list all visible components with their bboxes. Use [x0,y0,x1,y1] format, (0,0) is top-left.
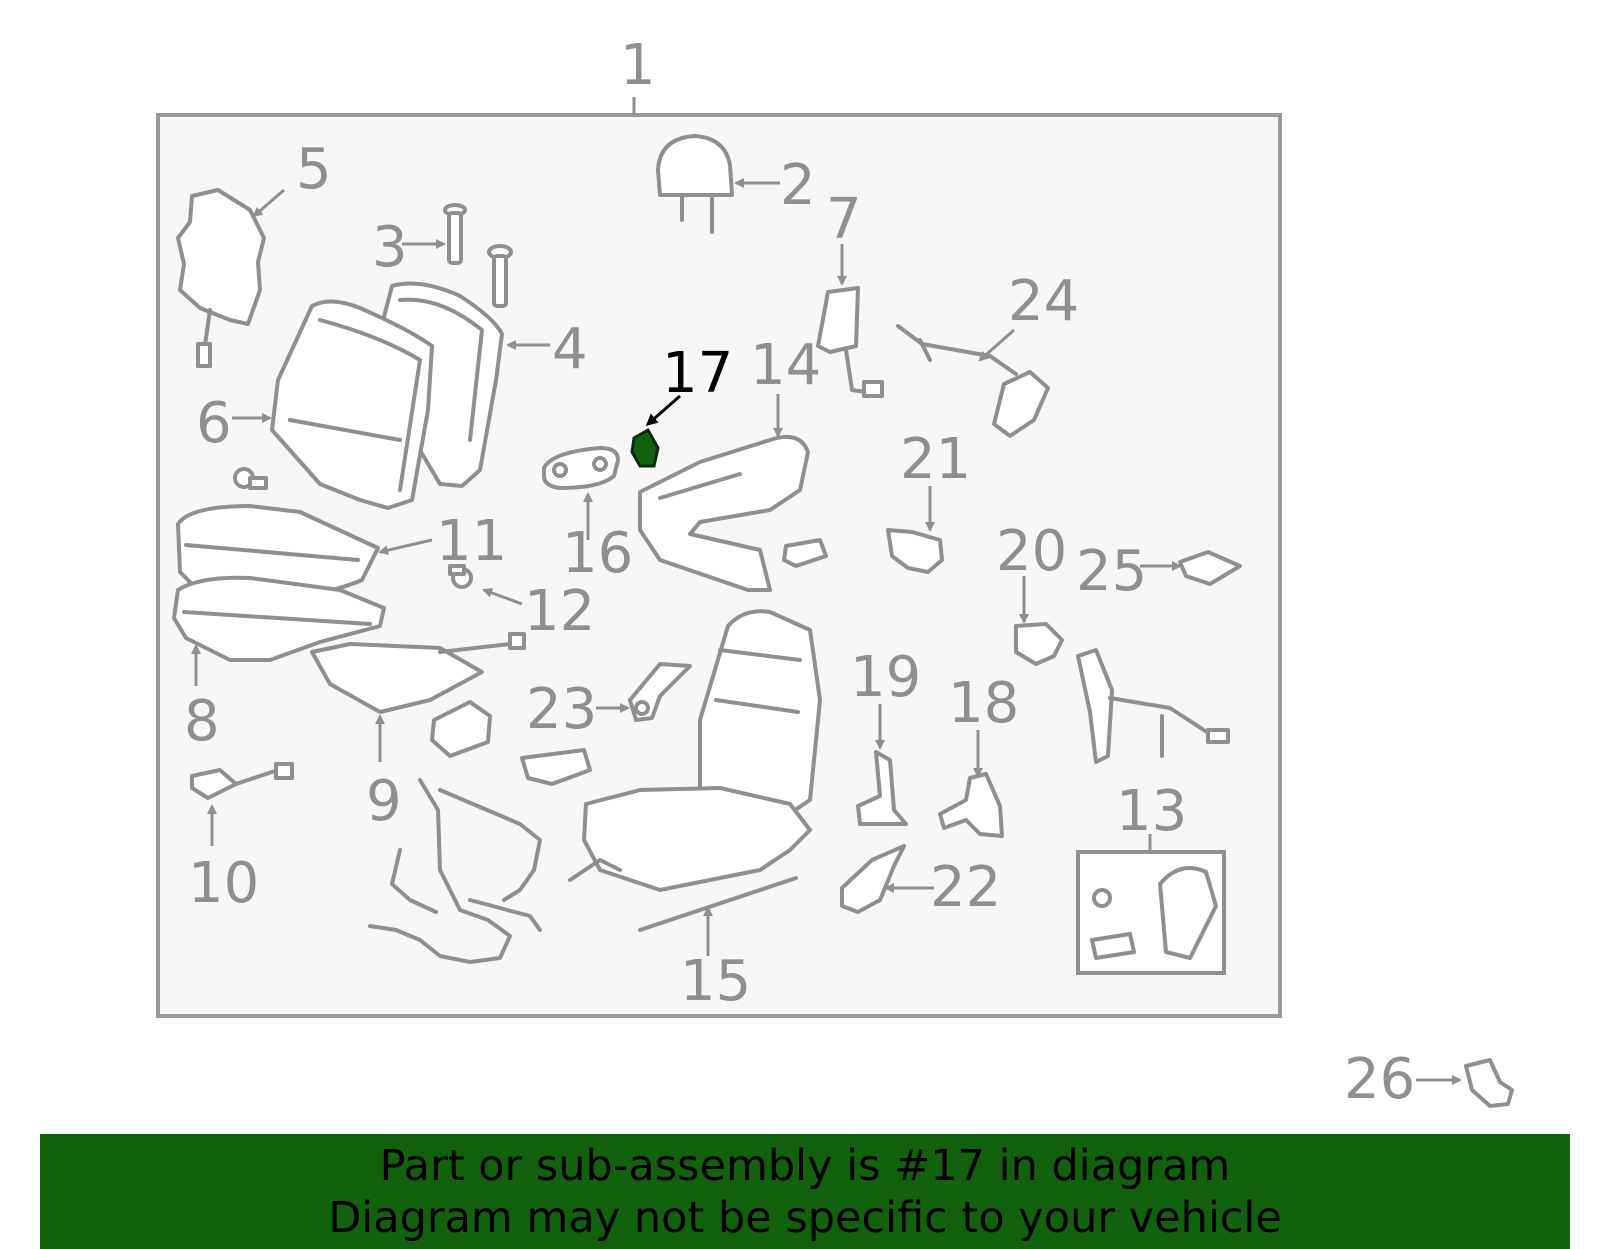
callout-26: 26 [1344,1047,1415,1112]
part-24-adjuster-harness [896,324,1050,438]
notice-disclaimer: Diagram may not be specific to your vehi… [328,1193,1282,1243]
callout-7: 7 [826,187,862,252]
part-17-switch-knob-highlighted [630,427,660,468]
callout-22: 22 [930,855,1001,920]
part-20-cover [1014,622,1064,666]
callout-20: 20 [996,519,1067,584]
callout-11: 11 [436,509,507,574]
callout-14: 14 [750,333,821,398]
callout-6: 6 [196,391,232,456]
callout-15: 15 [680,949,751,1014]
callout-2: 2 [780,153,816,218]
callout-1: 1 [620,33,656,98]
bolt [233,467,268,490]
part-21-bracket [886,528,944,574]
part-2-headrest [656,134,734,234]
callout-12: 12 [524,579,595,644]
callout-10: 10 [188,851,259,916]
part-19-bracket [856,750,908,826]
bracket [430,700,492,758]
callout-21: 21 [900,427,971,492]
callout-3: 3 [372,215,408,280]
part-6-seatback-cushion [270,299,434,510]
notice-banner: Part or sub-assembly is #17 in diagram D… [40,1134,1570,1249]
callout-25: 25 [1076,539,1147,604]
seat-wire-harness [368,778,542,964]
part-8-seat-cushion-pad [172,575,386,662]
part-15-seat-frame [568,609,822,932]
callout-9: 9 [366,769,402,834]
callout-23: 23 [526,677,597,742]
part-10-sensor [190,762,294,800]
seat-belt-buckle [1076,648,1230,764]
part-26-clip [1464,1058,1514,1108]
part-12-bolt [448,564,473,589]
notice-part-number: Part or sub-assembly is #17 in diagram [379,1141,1231,1191]
callout-13: 13 [1116,779,1187,844]
callout-19: 19 [850,645,921,710]
part-25-clip [1178,550,1242,586]
part-7-airbag-module [816,286,884,398]
part-23-switch [628,662,692,722]
part-5-seatback-panel [176,188,266,368]
callout-24: 24 [1008,269,1079,334]
part-9-seat-mat [310,632,526,714]
part-13-inset [1076,850,1226,975]
callout-5: 5 [296,137,332,202]
clip [520,748,592,786]
callout-17-highlighted: 17 [662,341,733,406]
part-3-headrest-guides [443,203,513,308]
callout-18: 18 [948,671,1019,736]
callout-16: 16 [562,521,633,586]
part-14-side-shield [638,435,828,592]
callout-4: 4 [552,317,588,382]
part-18-bracket [938,772,1004,838]
part-16-switch-bezel [542,446,620,490]
callout-8: 8 [184,689,220,754]
